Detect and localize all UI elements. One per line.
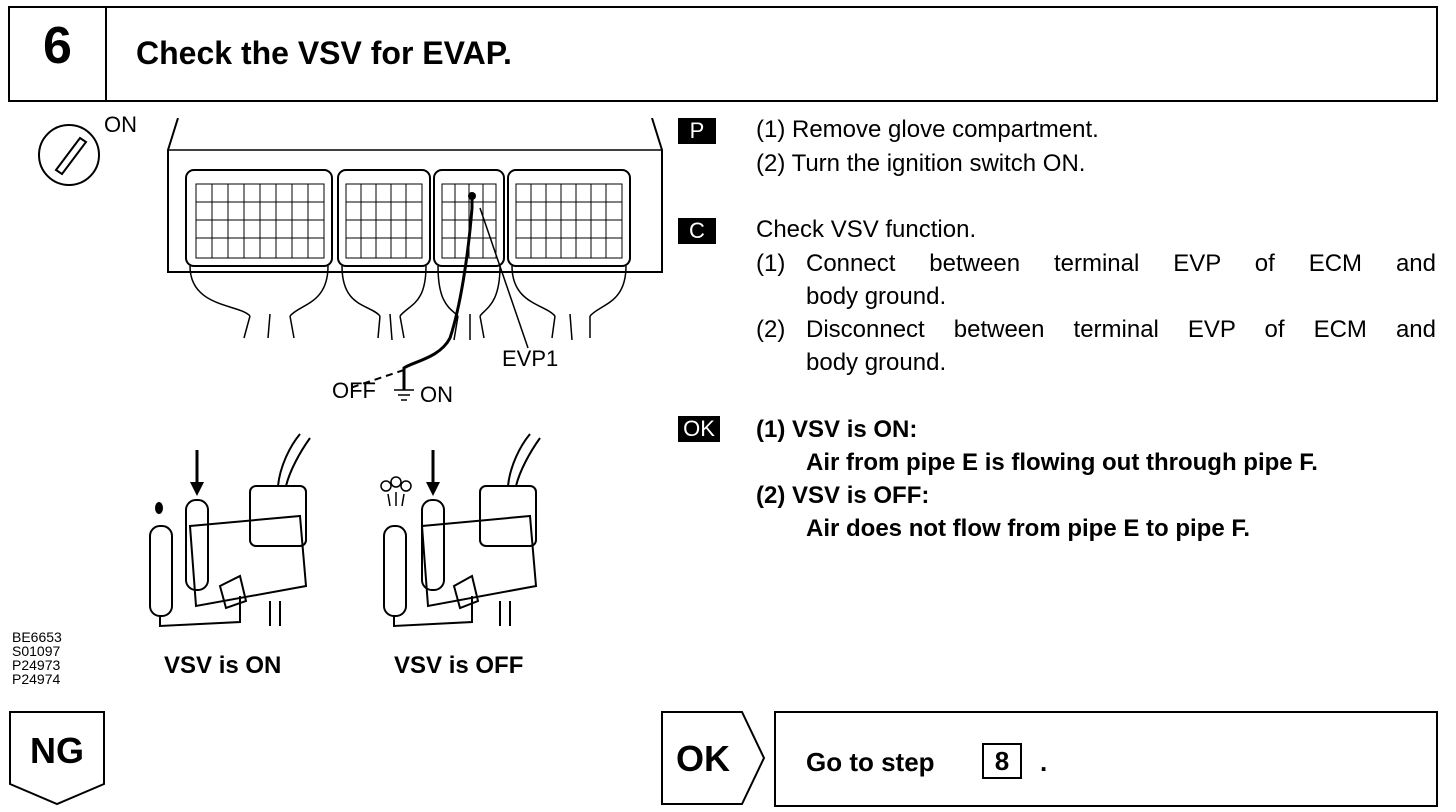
switch-on-label: ON bbox=[420, 382, 453, 407]
ng-result-box bbox=[9, 711, 105, 806]
ok-step-2-head: (2) VSV is OFF: bbox=[756, 482, 930, 509]
check-step-2-line-2: body ground. bbox=[806, 349, 947, 376]
figure-code: BE6653 bbox=[12, 629, 62, 645]
ok-step-1-body: Air from pipe E is flowing out through p… bbox=[806, 449, 1318, 476]
check-step-2-line-1: Disconnect between terminal EVP of ECM a… bbox=[806, 316, 1436, 343]
prep-tag: P bbox=[678, 118, 716, 144]
figure-code: S01097 bbox=[12, 643, 61, 659]
vsv-off-caption: VSV is OFF bbox=[394, 652, 524, 679]
step-number-cell: 6 bbox=[10, 8, 107, 100]
step-number: 6 bbox=[43, 17, 72, 75]
check-tag: C bbox=[678, 218, 716, 244]
ecm-connector-diagram bbox=[167, 118, 663, 401]
go-to-step-period: . bbox=[1040, 747, 1048, 777]
check-title: Check VSV function. bbox=[756, 216, 977, 243]
step-title: Check the VSV for EVAP. bbox=[136, 35, 512, 71]
illustration: ON bbox=[0, 100, 663, 700]
ok-step-2-body: Air does not flow from pipe E to pipe F. bbox=[806, 515, 1250, 542]
go-to-step-box: Go to step 8 . bbox=[774, 711, 1438, 807]
figure-codes: BE6653 S01097 P24973 P24974 bbox=[12, 630, 62, 686]
figure-code: P24974 bbox=[12, 671, 61, 687]
vsv-on-illustration bbox=[149, 433, 311, 628]
prep-step-2: (2) Turn the ignition switch ON. bbox=[756, 150, 1086, 177]
check-step-1-line-1: Connect between terminal EVP of ECM and bbox=[806, 250, 1436, 277]
go-to-step-text: Go to step bbox=[806, 747, 935, 777]
switch-off-label: OFF bbox=[332, 378, 376, 403]
ok-step-1-head: (1) VSV is ON: bbox=[756, 416, 918, 443]
figure-code: P24973 bbox=[12, 657, 61, 673]
vsv-off-illustration bbox=[380, 433, 541, 628]
step-reference[interactable]: 8 bbox=[982, 743, 1022, 779]
ng-label: NG bbox=[30, 730, 84, 771]
check-step-2-number: (2) bbox=[756, 316, 786, 343]
ok-result-box bbox=[661, 711, 766, 805]
check-step-1-line-2: body ground. bbox=[806, 283, 947, 310]
vsv-on-caption: VSV is ON bbox=[164, 652, 282, 679]
prep-step-1: (1) Remove glove compartment. bbox=[756, 116, 1099, 143]
ok-tag: OK bbox=[678, 416, 720, 442]
ignition-on-label: ON bbox=[104, 112, 137, 137]
ignition-key-icon bbox=[38, 124, 100, 186]
check-step-1-number: (1) bbox=[756, 250, 786, 277]
ok-label: OK bbox=[676, 738, 730, 779]
step-header: 6 Check the VSV for EVAP. bbox=[8, 6, 1438, 102]
terminal-evp1-label: EVP1 bbox=[502, 346, 559, 371]
